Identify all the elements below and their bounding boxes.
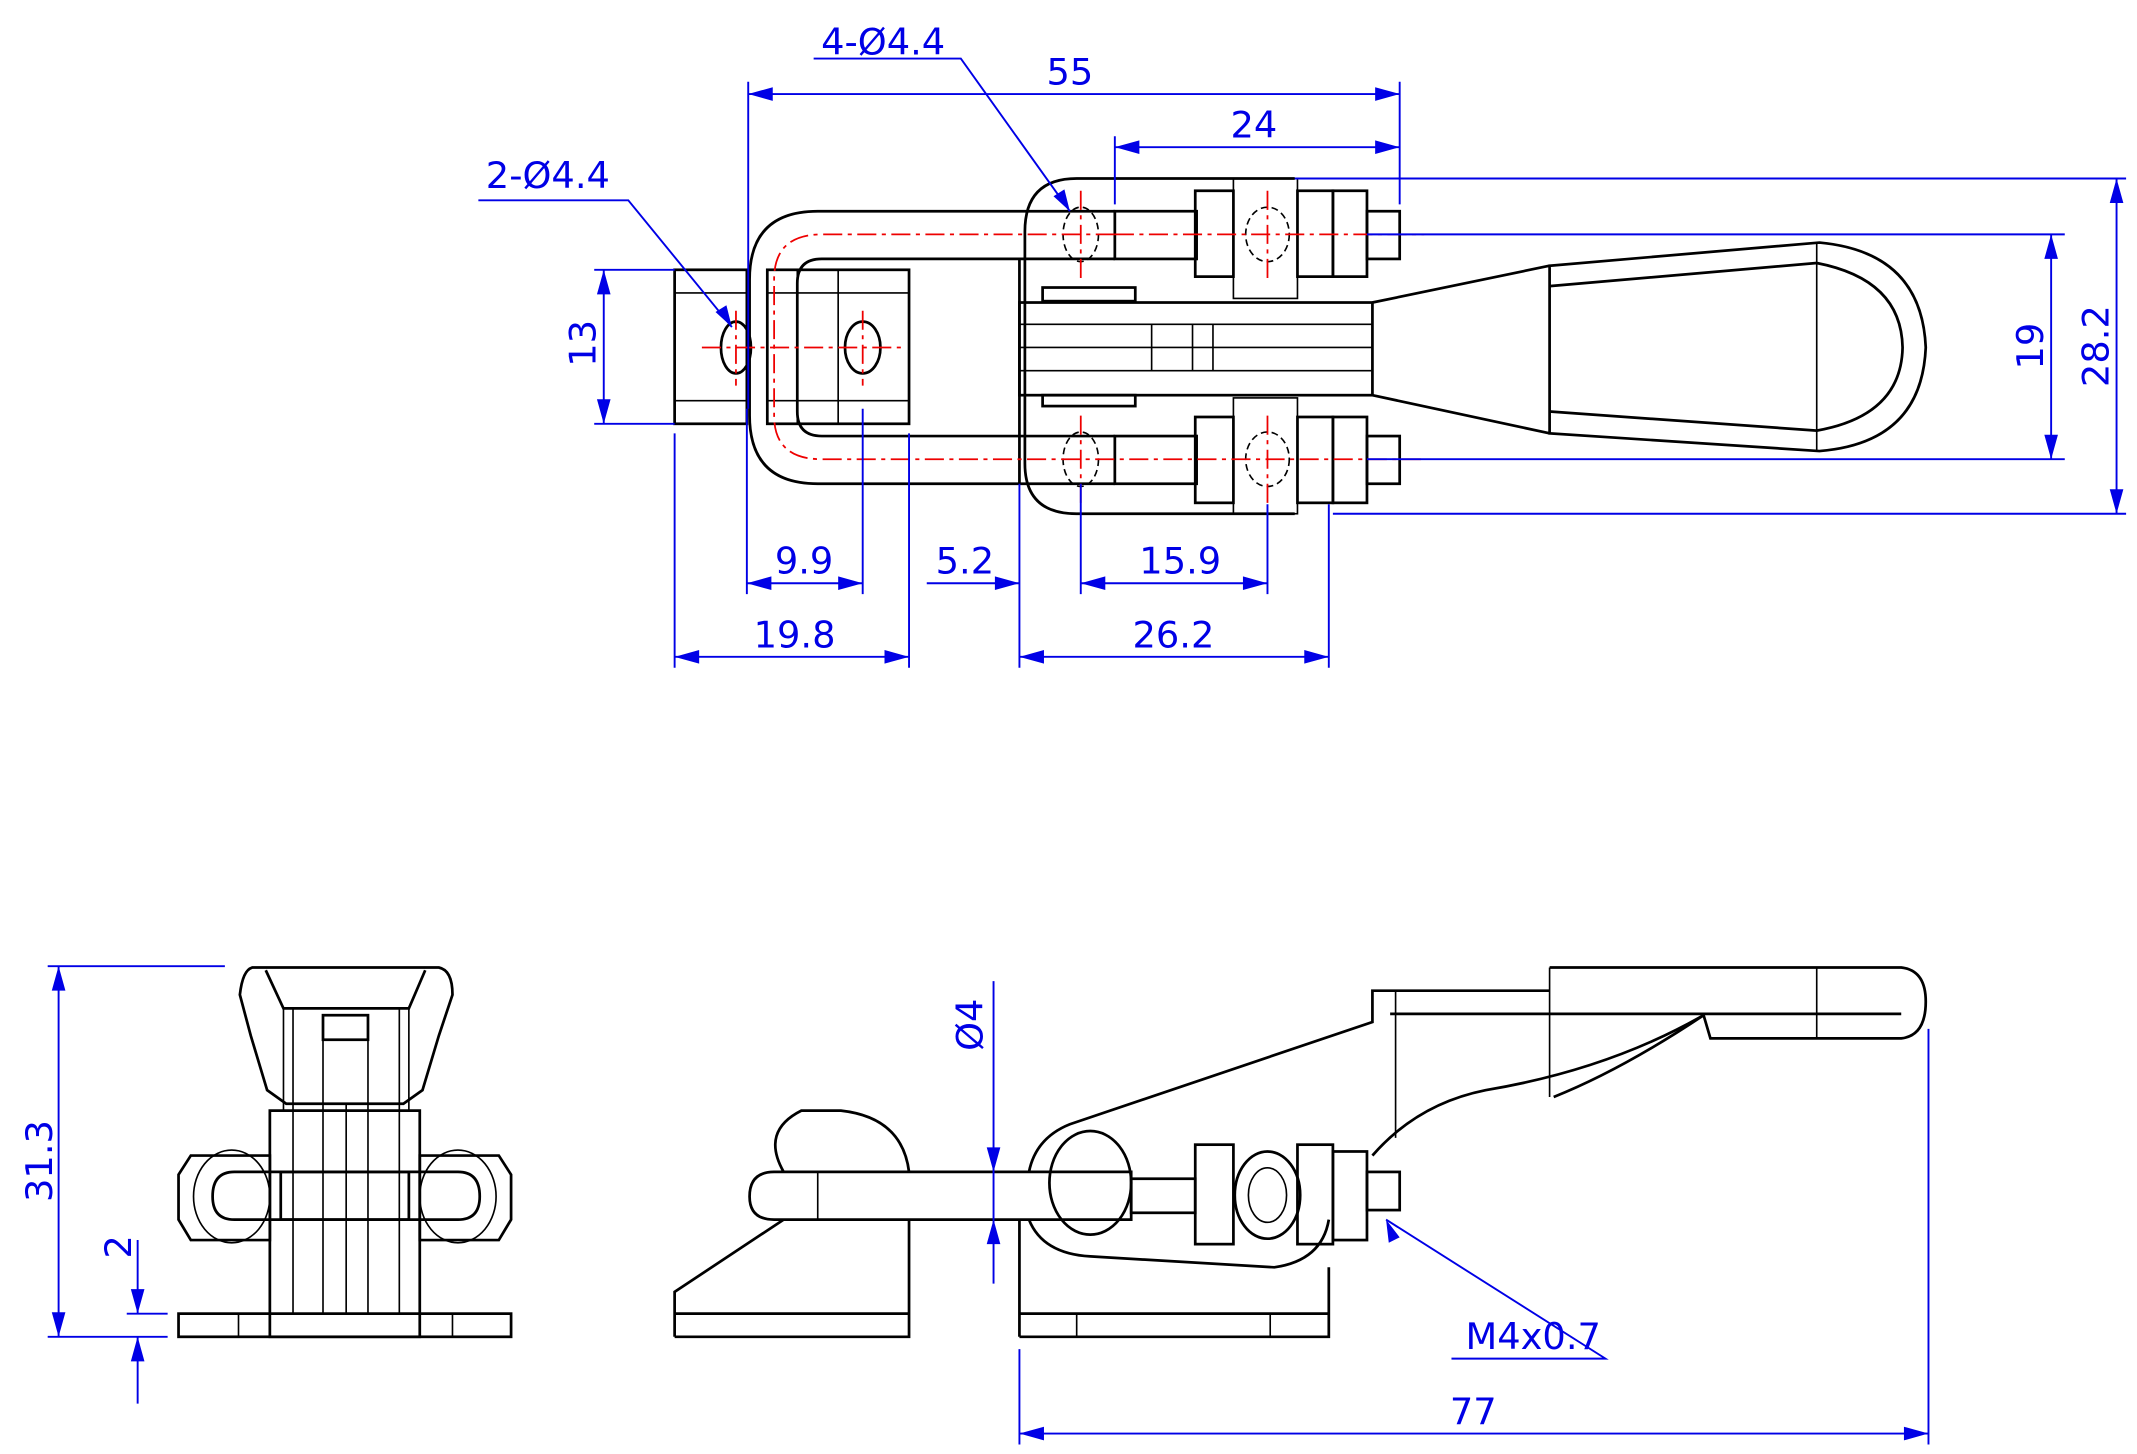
callout-4-slots: 4-Ø4.4 [821, 21, 945, 64]
dim-hole-spacing-19: 19 [2009, 323, 2052, 370]
dim-9-9: 9.9 [775, 540, 834, 583]
dim-height-31-3: 31.3 [18, 1120, 61, 1202]
side-view-part [673, 966, 1928, 1339]
front-view-dimensions: 31.3 2 [18, 965, 225, 1404]
side-view-dimensions: Ø4 M4x0.7 77 [949, 981, 1930, 1445]
dim-15-9: 15.9 [1139, 540, 1221, 583]
dim-base-thickness-2: 2 [97, 1235, 140, 1258]
dim-length-77: 77 [1450, 1390, 1497, 1433]
dim-26-2: 26.2 [1132, 613, 1214, 656]
front-view-part [177, 966, 513, 1339]
dim-5-2: 5.2 [936, 540, 995, 583]
callout-thread-m4: M4x0.7 [1466, 1315, 1601, 1358]
side-view: Ø4 M4x0.7 77 [673, 966, 1930, 1445]
dim-overall-55: 55 [1046, 50, 1093, 93]
dim-width-28-2: 28.2 [2074, 305, 2117, 387]
front-view: 31.3 2 [18, 965, 513, 1404]
dim-19-8: 19.8 [754, 613, 836, 656]
top-view: 4-Ø4.4 2-Ø4.4 55 24 13 19 28.2 9.9 5.2 1… [478, 21, 2127, 668]
dim-block-height-13: 13 [562, 320, 605, 367]
dim-thread-24: 24 [1230, 104, 1277, 147]
callout-2-holes: 2-Ø4.4 [486, 154, 610, 197]
top-view-dimensions: 4-Ø4.4 2-Ø4.4 55 24 13 19 28.2 9.9 5.2 1… [478, 21, 2127, 668]
dim-wire-diameter: Ø4 [949, 999, 992, 1051]
